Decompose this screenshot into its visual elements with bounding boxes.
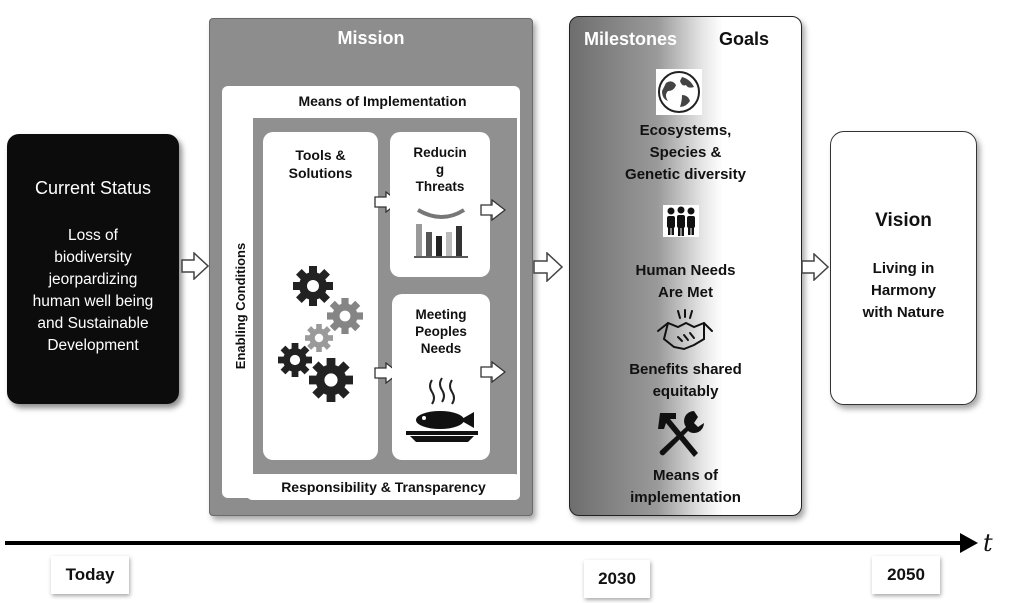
current-status-description: Loss of biodiversity jeorpardizing human…	[33, 225, 154, 357]
timeline-axis-label: t	[983, 529, 993, 557]
needs-title-line: Peoples	[415, 324, 467, 339]
goal-human-needs: Human Needs Are Met	[570, 260, 801, 304]
reducing-threats-title: Reducin g Threats	[390, 144, 490, 195]
milestones-label: Milestones	[584, 29, 678, 49]
handshake-icon	[657, 309, 713, 351]
tools-title-line: Tools &	[295, 147, 346, 163]
current-status-line: Loss of	[68, 227, 118, 244]
responsibility-transparency-bar: Responsibility & Transparency	[247, 474, 520, 500]
goal-line: implementation	[630, 489, 741, 506]
reducing-threats-box: Reducin g Threats	[390, 132, 490, 277]
goal-line: Benefits shared	[629, 361, 742, 378]
globe-icon	[656, 69, 702, 115]
gears-icon	[278, 266, 363, 402]
goal-line: equitably	[652, 383, 719, 400]
arrow-right-icon	[801, 253, 829, 281]
needs-title-line: Needs	[420, 341, 462, 356]
goal-line: Ecosystems,	[639, 122, 732, 139]
arrow-right-icon	[181, 252, 209, 280]
needs-title-line: Meeting	[415, 307, 467, 322]
arrow-right-icon	[480, 361, 506, 383]
enabling-conditions-label: Enabling Conditions	[232, 242, 248, 370]
goal-line: Species &	[649, 144, 722, 161]
timeline-arrowhead	[960, 533, 978, 553]
arrow-right-icon	[480, 199, 506, 221]
threats-title-line: Threats	[415, 179, 465, 194]
threats-title-line: g	[435, 162, 445, 177]
vision-line: Living in	[872, 260, 935, 277]
people-icon	[663, 205, 699, 237]
meeting-needs-title: Meeting Peoples Needs	[392, 306, 490, 357]
timeline-axis	[5, 541, 965, 545]
tools-title-line: Solutions	[288, 165, 353, 181]
current-status-box: Current Status Loss of biodiversity jeor…	[7, 134, 179, 404]
mission-title: Mission	[337, 28, 405, 48]
wrench-hammer-icon	[658, 411, 704, 457]
goal-ecosystems: Ecosystems, Species & Genetic diversity	[570, 120, 801, 186]
goal-line: Are Met	[657, 284, 713, 301]
arrow-right-icon	[533, 252, 563, 282]
current-status-line: and Sustainable	[37, 315, 149, 332]
mission-panel: Mission Means of Implementation Enabling…	[209, 18, 533, 516]
milestones-goals-panel: Milestones Goals Ecosystems, Species & G…	[569, 16, 802, 516]
current-status-line: jeorpardizing	[48, 271, 138, 288]
vision-title: Vision	[875, 210, 932, 231]
current-status-title: Current Status	[34, 178, 152, 198]
current-status-line: human well being	[32, 293, 154, 310]
tools-solutions-box: Tools & Solutions	[263, 132, 378, 460]
threats-title-line: Reducin	[413, 145, 467, 160]
goal-benefits-shared: Benefits shared equitably	[570, 359, 801, 403]
fish-plate-icon	[406, 377, 478, 442]
timeline-mark-today: Today	[51, 556, 129, 594]
vision-box: Vision Living in Harmony with Nature	[830, 131, 977, 405]
declining-bar-chart-icon	[414, 208, 468, 258]
timeline-mark-2050: 2050	[872, 556, 940, 594]
meeting-peoples-needs-box: Meeting Peoples Needs	[392, 294, 490, 460]
vision-description: Living in Harmony with Nature	[863, 258, 945, 324]
tools-solutions-title: Tools & Solutions	[263, 146, 378, 182]
timeline-mark-2030: 2030	[584, 560, 650, 598]
means-of-implementation-bar: Means of Implementation	[252, 86, 513, 116]
vision-line: Harmony	[870, 282, 937, 299]
goal-line: Human Needs	[635, 262, 736, 279]
current-status-line: biodiversity	[54, 249, 132, 266]
goal-line: Means of	[652, 467, 718, 484]
vision-line: with Nature	[862, 304, 945, 321]
current-status-line: Development	[47, 337, 139, 354]
goals-label: Goals	[719, 29, 770, 49]
goal-line: Genetic diversity	[625, 166, 746, 183]
goal-means-of-implementation: Means of implementation	[570, 465, 801, 509]
